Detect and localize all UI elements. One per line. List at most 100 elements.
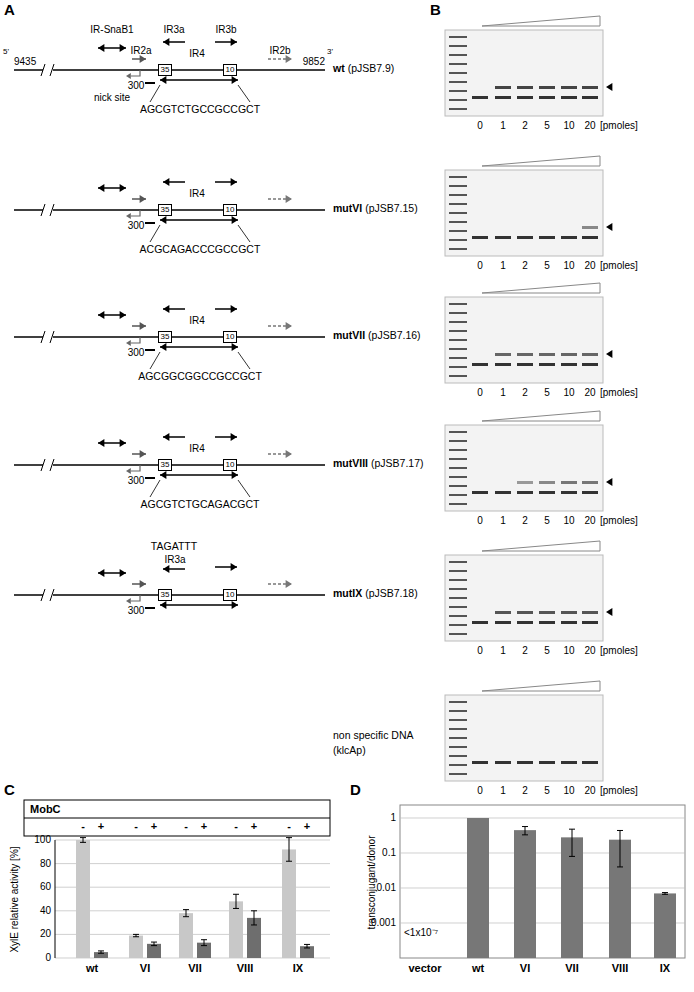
repeat-label: IR-SnaB1 xyxy=(90,24,133,35)
lane-label: 20 xyxy=(584,387,595,398)
axis-title: transconjugant/donor xyxy=(367,835,378,929)
lane-label: 20 xyxy=(584,645,595,656)
arrow-head xyxy=(98,311,104,319)
shifted-band xyxy=(582,86,598,89)
error-cap xyxy=(286,837,292,838)
repeat-arrow xyxy=(160,219,238,221)
arrow-head xyxy=(160,471,166,479)
arrow-head xyxy=(140,580,146,588)
ladder-band xyxy=(449,81,467,83)
ladder-band xyxy=(449,755,467,757)
break-mark xyxy=(41,589,45,601)
free-dna-band xyxy=(495,363,511,366)
sequence: AGCGTCTGCAGACGCT xyxy=(140,499,259,511)
free-dna-band xyxy=(539,621,555,624)
ladder-band xyxy=(449,72,467,74)
free-dna-band xyxy=(539,236,555,239)
ladder-band xyxy=(449,588,467,590)
ladder-band xyxy=(449,303,467,305)
plasmid-name: (klcAp) xyxy=(333,745,366,757)
arrow-head xyxy=(163,433,169,441)
error-bar xyxy=(572,829,573,856)
arrow-head xyxy=(98,439,104,447)
unit-label: [pmoles] xyxy=(600,515,638,526)
ladder-band xyxy=(449,597,467,599)
ladder-band xyxy=(449,561,467,563)
free-dna-band xyxy=(472,621,488,624)
tick-label: 20 xyxy=(40,928,51,939)
arrow-head xyxy=(126,340,131,346)
arrow-head xyxy=(140,450,146,458)
ladder-band xyxy=(449,494,467,496)
ladder-band xyxy=(449,108,467,110)
sequence: AGCGGCGGCCGCCGCT xyxy=(138,371,262,383)
concentration-wedge xyxy=(482,681,600,691)
gel xyxy=(445,170,603,256)
arrow-head xyxy=(126,73,131,79)
ladder-band xyxy=(449,230,467,232)
ladder-band xyxy=(449,485,467,487)
ladder-band xyxy=(449,579,467,581)
tick-label: 1 xyxy=(390,812,396,823)
sign: + xyxy=(151,820,157,832)
ladder-band xyxy=(449,719,467,721)
free-dna-band xyxy=(582,363,598,366)
header-box xyxy=(24,800,330,836)
arrow-head xyxy=(286,450,292,458)
error-cap xyxy=(522,834,528,835)
lane-label: 1 xyxy=(500,120,506,131)
position-label: 300 xyxy=(128,605,145,616)
error-cap xyxy=(183,916,189,917)
construct-name: mutVII xyxy=(333,330,365,342)
unit-label: [pmoles] xyxy=(600,785,638,796)
shifted-band xyxy=(517,481,533,484)
box-number: 35 xyxy=(161,590,170,599)
gel xyxy=(445,555,603,641)
free-dna-band xyxy=(517,236,533,239)
box-number: 10 xyxy=(226,590,235,599)
repeat-label: IR4 xyxy=(189,48,205,59)
sign: - xyxy=(287,820,291,832)
gridline xyxy=(400,888,685,889)
break-mark xyxy=(41,64,45,76)
construct-name: wt xyxy=(333,63,345,75)
lane-label: 10 xyxy=(563,387,574,398)
free-dna-band xyxy=(561,621,577,624)
arrow-head xyxy=(163,178,169,186)
nick-mark xyxy=(145,607,155,609)
ladder-band xyxy=(449,701,467,703)
axis xyxy=(55,840,56,958)
error-cap xyxy=(251,924,257,925)
bar-minus xyxy=(179,913,193,958)
ladder-band xyxy=(449,710,467,712)
zoom-line xyxy=(238,225,250,242)
ladder-band xyxy=(449,357,467,359)
plasmid-name: (pJSB7.9) xyxy=(348,63,395,75)
free-dna-band xyxy=(472,96,488,99)
bar-plus xyxy=(300,946,314,958)
ladder-band xyxy=(449,90,467,92)
ladder-band xyxy=(449,54,467,56)
shifted-band xyxy=(517,86,533,89)
category: IX xyxy=(293,962,303,974)
break-mark xyxy=(41,459,45,471)
ladder-band xyxy=(449,764,467,766)
shifted-band xyxy=(582,226,598,229)
position-label: 300 xyxy=(128,220,145,231)
error-cap xyxy=(98,953,104,954)
promoter-box: 35 xyxy=(158,331,173,343)
arrow-head xyxy=(126,468,131,474)
arrow-head xyxy=(286,55,292,63)
arrow-head xyxy=(120,569,126,577)
shifted-band xyxy=(539,611,555,614)
error-cap xyxy=(304,944,310,945)
free-dna-band xyxy=(517,761,533,764)
gel xyxy=(445,425,603,511)
gridline xyxy=(400,853,685,854)
ladder-band xyxy=(449,348,467,350)
sign: + xyxy=(201,820,207,832)
arrow-head xyxy=(160,216,166,224)
ladder-band xyxy=(449,375,467,377)
bar xyxy=(467,818,489,958)
